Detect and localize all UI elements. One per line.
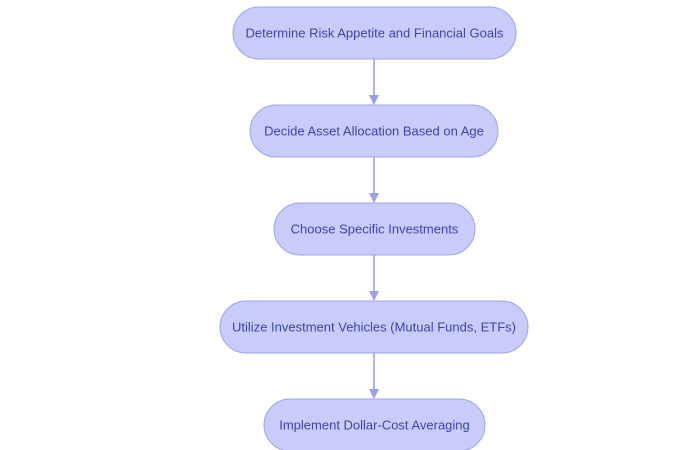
flow-step-5: Implement Dollar-Cost Averaging: [263, 398, 486, 450]
connectors: [369, 59, 379, 399]
arrow-head-icon: [369, 95, 379, 105]
flow-step-1: Determine Risk Appetite and Financial Go…: [232, 6, 517, 60]
arrow-head-icon: [369, 291, 379, 301]
step-label: Determine Risk Appetite and Financial Go…: [246, 26, 504, 41]
step-label: Choose Specific Investments: [291, 222, 459, 237]
step-label: Implement Dollar-Cost Averaging: [279, 418, 470, 433]
flow-step-4: Utilize Investment Vehicles (Mutual Fund…: [219, 300, 529, 354]
connector-1-to-2: [369, 59, 379, 105]
flow-step-3: Choose Specific Investments: [273, 202, 476, 256]
step-box: [263, 398, 486, 450]
flow-step-2: Decide Asset Allocation Based on Age: [249, 104, 499, 158]
step-label: Utilize Investment Vehicles (Mutual Fund…: [232, 320, 516, 335]
arrow-head-icon: [369, 193, 379, 203]
step-box: [273, 202, 476, 256]
step-box: [249, 104, 499, 158]
arrow-head-icon: [369, 389, 379, 399]
connector-2-to-3: [369, 157, 379, 203]
step-label: Decide Asset Allocation Based on Age: [264, 124, 484, 139]
step-box: [232, 6, 517, 60]
step-box: [219, 300, 529, 354]
connector-4-to-5: [369, 353, 379, 399]
connector-3-to-4: [369, 255, 379, 301]
